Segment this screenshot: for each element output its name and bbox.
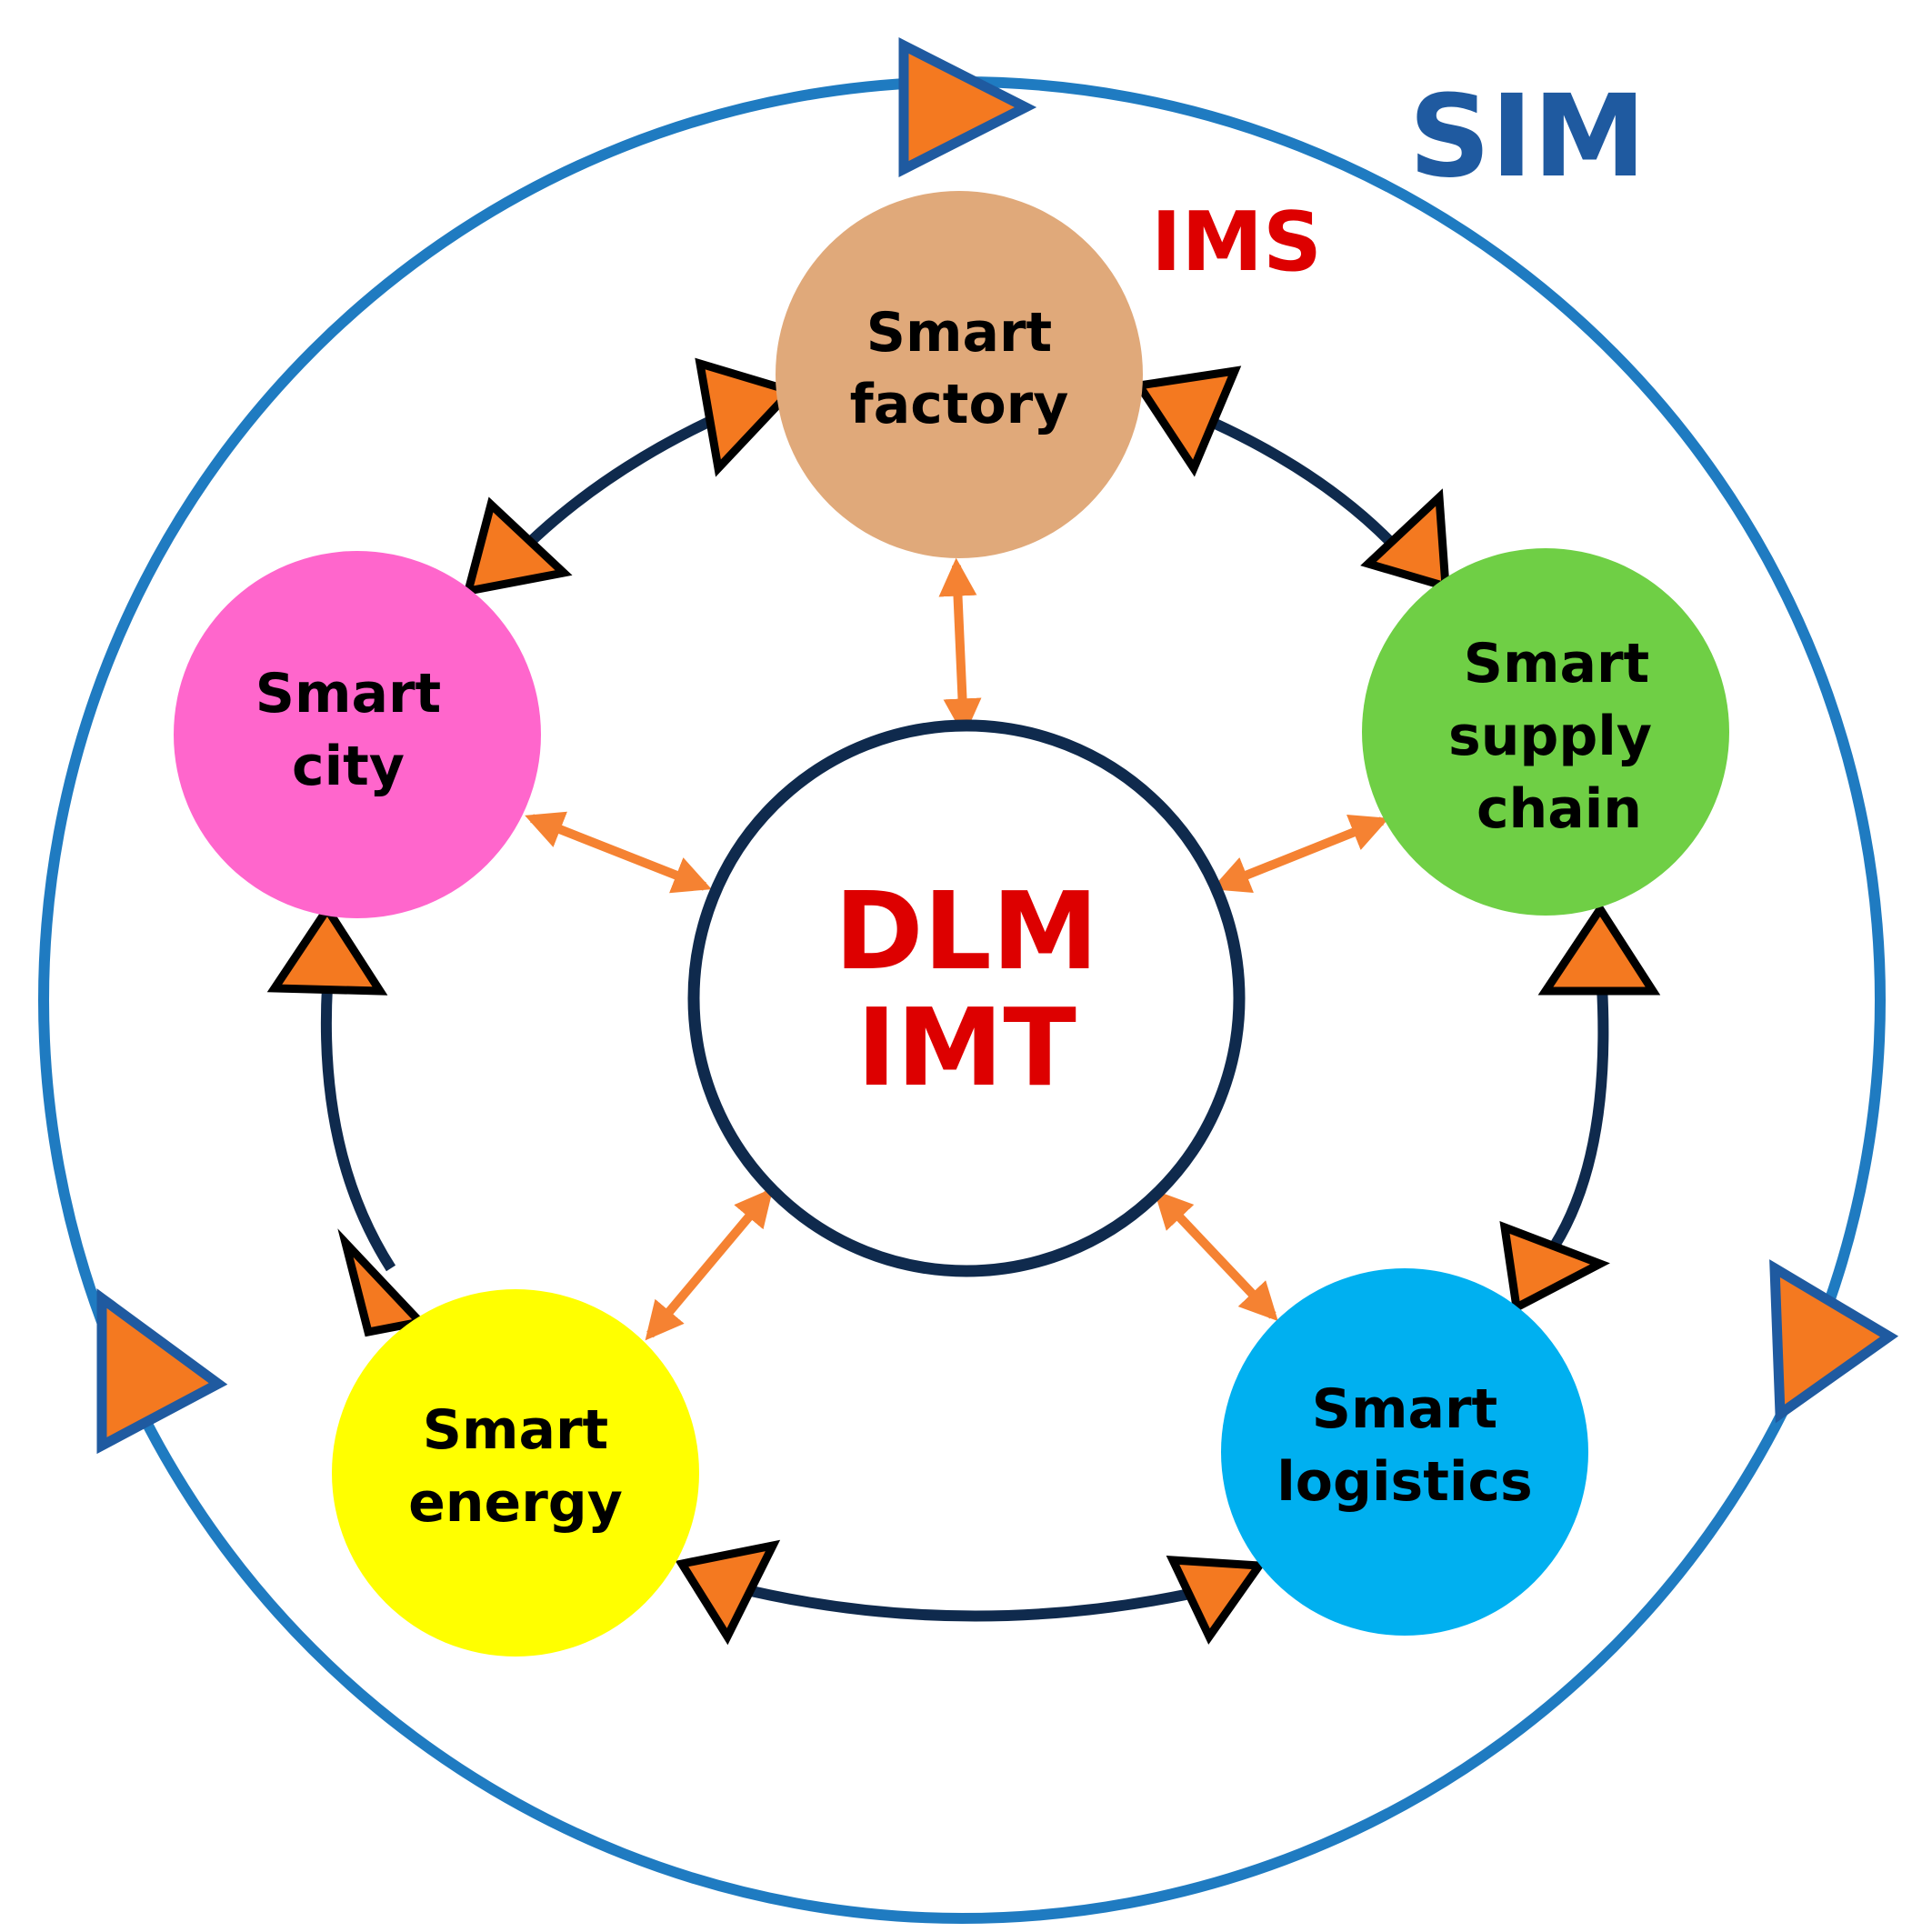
ring-arrowhead (462, 496, 573, 596)
logistics-label-line2: logistics (1276, 1450, 1533, 1514)
connector-city (525, 811, 712, 894)
connector-energy (645, 1187, 774, 1341)
supply-label-line2: supply (1448, 705, 1652, 768)
center-circle (687, 719, 1246, 1277)
ims-ring-segment-energy-city (320, 986, 396, 1272)
center-connectors (525, 557, 1389, 1341)
node-smart-city (174, 551, 541, 918)
outer-cycle-arrowhead-left (96, 1288, 228, 1455)
node-smart-energy (332, 1289, 699, 1657)
node-smart-supply-chain (1362, 548, 1729, 916)
node-smart-logistics (1221, 1268, 1588, 1636)
connector-supply (1211, 814, 1389, 894)
ring-arrowhead (266, 901, 388, 996)
ring-arrowhead (1360, 488, 1450, 593)
supply-label-line1: Smart (1464, 632, 1650, 696)
energy-label-line2: energy (408, 1471, 623, 1535)
factory-label-line2: factory (850, 373, 1069, 436)
ring-arrowhead (337, 1228, 428, 1337)
outer-label-sim: SIM (1409, 71, 1647, 203)
center-label-line2: IMT (856, 985, 1076, 1110)
ims-ring-segment-supply-logistics (1549, 986, 1609, 1249)
ring-arrowhead (1499, 1221, 1610, 1314)
connector-logistics (1154, 1189, 1278, 1322)
ring-arrowhead (1132, 365, 1242, 477)
outer-cycle-arrowhead-right (1769, 1259, 1899, 1424)
connector-factory (938, 557, 982, 737)
node-smart-factory (776, 191, 1143, 558)
logistics-label-line1: Smart (1312, 1377, 1498, 1441)
center-label-line1: DLM (835, 868, 1099, 994)
city-label-line2: city (292, 735, 405, 798)
ims-ring-segment-logistics-energy (730, 1581, 1225, 1622)
node-labels: Smart factory Smart supply chain Smart l… (255, 301, 1652, 1535)
ring-arrowhead (675, 1539, 781, 1646)
factory-label-line1: Smart (866, 301, 1053, 365)
ring-arrowhead (695, 357, 799, 477)
ring-arrowhead (1166, 1556, 1267, 1645)
ring-label-ims: IMS (1151, 195, 1322, 290)
city-label-line1: Smart (255, 662, 442, 726)
supply-label-line3: chain (1477, 777, 1642, 841)
ims-ring-arrowheads (266, 357, 1661, 1646)
energy-label-line1: Smart (423, 1398, 609, 1462)
outer-cycle-arrowhead-top (898, 37, 1037, 177)
ring-arrowhead (1537, 901, 1661, 996)
